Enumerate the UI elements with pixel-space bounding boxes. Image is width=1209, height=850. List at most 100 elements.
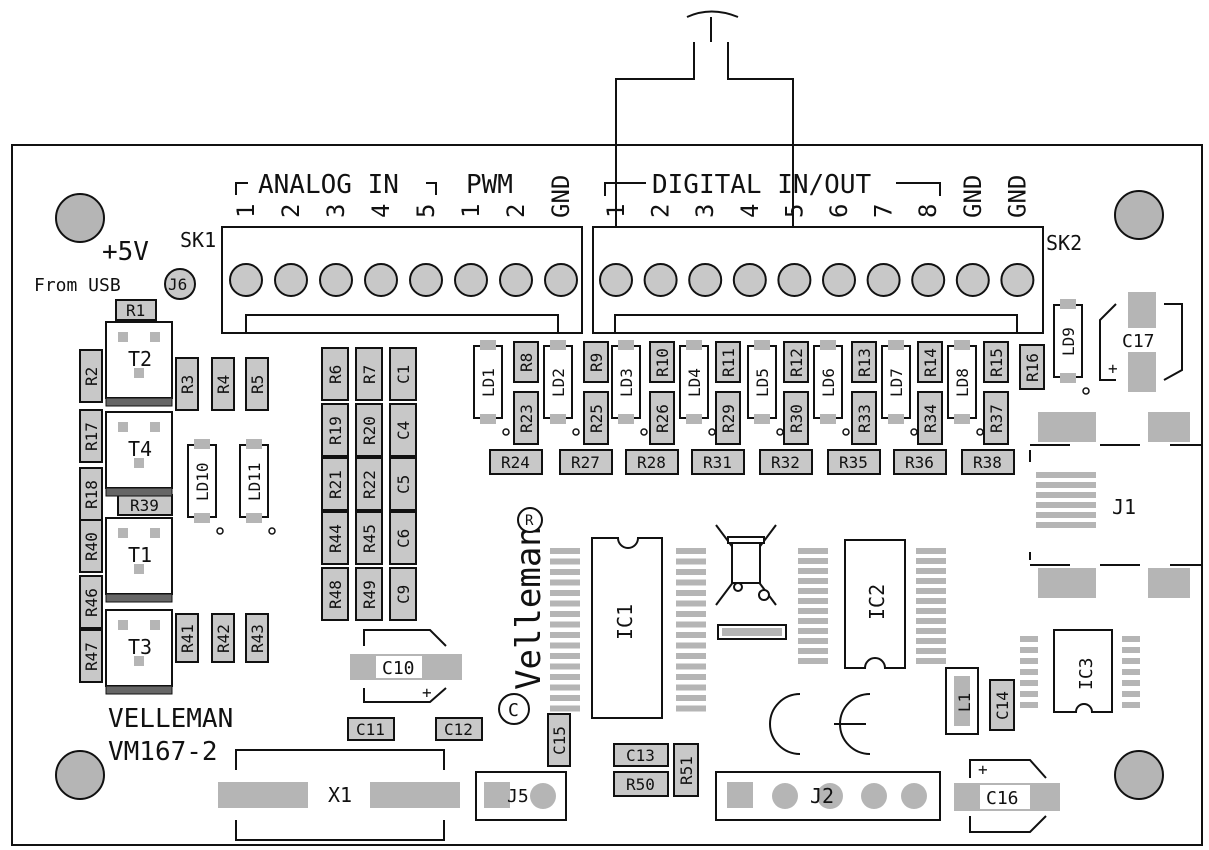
svg-text:L1: L1 (955, 693, 974, 712)
component-r46: R46 (79, 575, 103, 629)
component-c12: C12 (435, 717, 483, 741)
led-ld11: LD11 (239, 439, 276, 535)
c10-capacitor: C10 + (350, 629, 462, 703)
copyright-mark (498, 693, 530, 725)
led-ld1: LD1 (473, 340, 510, 436)
svg-text:R15: R15 (987, 348, 1006, 377)
component-r48: R48 (321, 567, 349, 621)
svg-text:T1: T1 (128, 543, 152, 567)
component-r23: R23 (513, 391, 539, 445)
component-r32: R32 (759, 449, 813, 475)
component-r10: R10 (649, 341, 675, 383)
svg-text:+: + (1108, 359, 1118, 378)
component-r6: R6 (321, 347, 349, 401)
led-ld2: LD2 (543, 340, 580, 436)
j2-connector: J2 (715, 771, 941, 821)
component-r36: R36 (893, 449, 947, 475)
supply-label: +5V (102, 237, 149, 267)
sk1-label: SK1 (180, 228, 216, 252)
svg-text:LD6: LD6 (819, 368, 838, 397)
terminal-pin (955, 263, 990, 297)
svg-text:C10: C10 (382, 658, 415, 679)
svg-text:R24: R24 (501, 453, 530, 472)
c16-capacitor: C16 + (954, 759, 1060, 833)
component-r30: R30 (783, 391, 809, 445)
svg-text:J5: J5 (507, 786, 529, 807)
c17-capacitor: C17 + (1099, 292, 1183, 392)
svg-text:LD5: LD5 (753, 368, 772, 397)
svg-text:R42: R42 (214, 624, 233, 653)
svg-text:R51: R51 (677, 756, 696, 785)
component-r40: R40 (79, 519, 103, 573)
svg-text:R7: R7 (360, 365, 379, 384)
svg-text:Velleman: Velleman (509, 526, 549, 690)
led-ld8: LD8 (947, 340, 984, 436)
component-r44: R44 (321, 511, 349, 565)
svg-text:R12: R12 (787, 348, 806, 377)
svg-text:R18: R18 (82, 480, 101, 509)
component-r43: R43 (245, 613, 269, 663)
svg-text:C5: C5 (394, 475, 413, 494)
component-r42: R42 (211, 613, 235, 663)
svg-text:LD2: LD2 (549, 368, 568, 397)
component-r41: R41 (175, 613, 199, 663)
digital-io-label: DIGITAL IN/OUT (652, 170, 871, 200)
velleman-logo: Velleman (509, 526, 549, 690)
svg-text:R45: R45 (360, 524, 379, 553)
component-r47: R47 (79, 629, 103, 683)
ic3: IC3 (1053, 629, 1113, 713)
terminal-pin (454, 263, 488, 297)
svg-text:R49: R49 (360, 580, 379, 609)
svg-text:C13: C13 (626, 746, 655, 765)
pin-number: 5 (780, 204, 808, 218)
svg-text:R46: R46 (82, 588, 101, 617)
pin-number: 2 (502, 204, 530, 218)
transistor-t1: T1 (105, 517, 173, 603)
weee-bin-icon (715, 524, 777, 606)
pin-number: 2 (647, 204, 675, 218)
svg-text:R11: R11 (719, 348, 738, 377)
mounting-hole (55, 193, 105, 243)
svg-text:R32: R32 (771, 453, 800, 472)
svg-text:T4: T4 (128, 437, 152, 461)
svg-text:C12: C12 (444, 720, 473, 739)
component-r21: R21 (321, 457, 349, 511)
j6-label: J6 (168, 275, 187, 294)
mounting-hole (55, 750, 105, 800)
component-r26: R26 (649, 391, 675, 445)
svg-text:R36: R36 (905, 453, 934, 472)
svg-text:LD8: LD8 (953, 368, 972, 397)
component-c11: C11 (347, 717, 395, 741)
component-r31: R31 (691, 449, 745, 475)
svg-text:T2: T2 (128, 347, 152, 371)
component-r7: R7 (355, 347, 383, 401)
terminal-pin (319, 263, 353, 297)
svg-text:R28: R28 (637, 453, 666, 472)
svg-text:R37: R37 (987, 404, 1006, 433)
led-ld10: LD10 (187, 439, 224, 535)
component-r37: R37 (983, 391, 1009, 445)
svg-text:R2: R2 (82, 367, 101, 386)
svg-text:J1: J1 (1112, 495, 1136, 519)
svg-text:R33: R33 (855, 404, 874, 433)
component-r38: R38 (961, 449, 1015, 475)
mounting-hole (1114, 750, 1164, 800)
component-r1: R1 (115, 299, 157, 321)
pin-number: 2 (277, 204, 305, 218)
component-r24: R24 (489, 449, 543, 475)
terminal-pin (544, 263, 578, 297)
component-r13: R13 (851, 341, 877, 383)
svg-text:+: + (422, 683, 432, 702)
component-r45: R45 (355, 511, 383, 565)
x1-crystal: X1 (218, 749, 460, 841)
component-r22: R22 (355, 457, 383, 511)
svg-text:R9: R9 (587, 353, 606, 372)
component-r29: R29 (715, 391, 741, 445)
svg-text:R13: R13 (855, 348, 874, 377)
led-ld3: LD3 (611, 340, 648, 436)
component-c14: C14 (989, 679, 1015, 731)
component-r11: R11 (715, 341, 741, 383)
component-r18: R18 (79, 467, 103, 521)
component-r27: R27 (559, 449, 613, 475)
